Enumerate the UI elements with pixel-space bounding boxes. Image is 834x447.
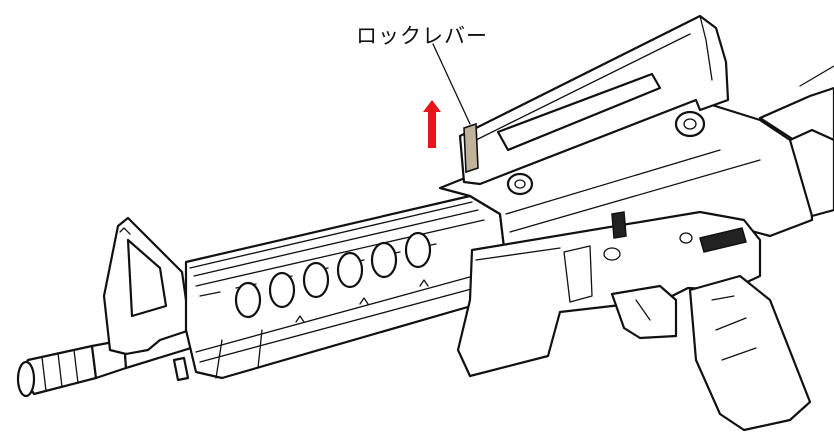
up-arrow-icon	[423, 100, 441, 148]
front-sight	[102, 216, 192, 382]
carry-handle	[458, 14, 730, 186]
selector-switch	[603, 211, 747, 261]
stock-stub	[758, 65, 834, 218]
lower-receiver	[456, 210, 762, 378]
trigger-guard	[610, 284, 678, 340]
lock-lever-label: ロックレバー	[356, 24, 488, 48]
pistol-grip	[688, 274, 812, 432]
lock-lever	[463, 122, 479, 174]
callout-leader-line	[432, 43, 471, 125]
flash-hider	[16, 338, 128, 398]
rear-sight-knob	[506, 110, 706, 196]
